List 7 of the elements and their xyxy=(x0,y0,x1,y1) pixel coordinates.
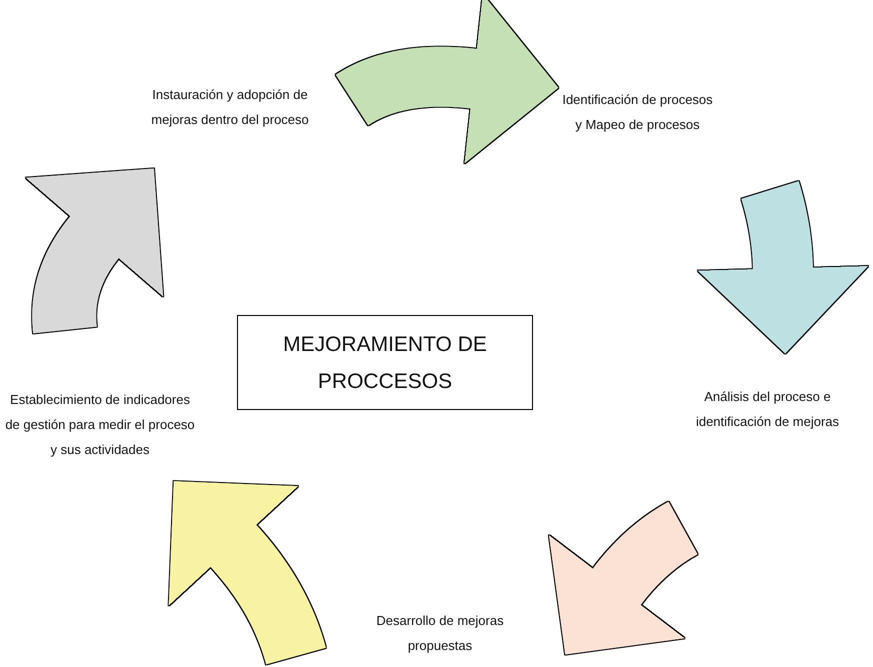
step-label: Identificación de procesos y Mapeo de procesos xyxy=(561,91,714,134)
step-label: Instauración y adopción de mejoras dentro del proceso xyxy=(150,86,310,129)
title-box xyxy=(237,315,533,410)
step-label: Desarrollo de mejoras propuestas xyxy=(375,612,505,655)
title-text: MEJORAMIENTO DE PROCCESOS xyxy=(282,332,488,394)
step-label: Establecimiento de indicadores de gestión para medir el proceso y sus actividades xyxy=(5,391,195,459)
step-label: Análisis del proceso e identificación de mejoras xyxy=(694,388,840,431)
